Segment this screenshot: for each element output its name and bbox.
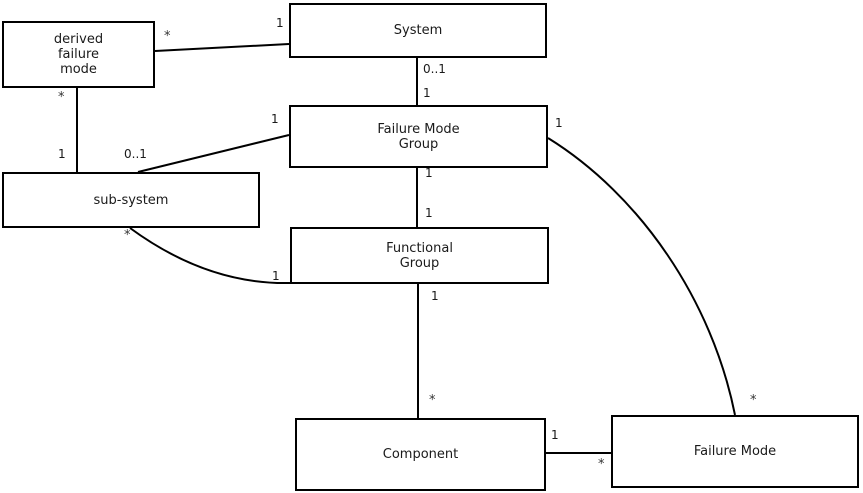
node-failure-mode-group[interactable]: Failure Mode Group [289, 105, 548, 168]
multiplicity-m-fmgroup-bottom-1: 1 [425, 166, 433, 180]
multiplicity-m-subsystem-01: 0..1 [124, 147, 147, 161]
multiplicity-m-functionalgroup-left-1: 1 [272, 269, 280, 283]
multiplicity-m-failuremode-left-star: * [598, 457, 605, 472]
multiplicity-m-component-right-1: 1 [551, 428, 559, 442]
node-functional-group[interactable]: Functional Group [290, 227, 549, 284]
multiplicity-m-subsystem-top-1: 1 [58, 147, 66, 161]
multiplicity-m-system-bottom-01: 0..1 [423, 62, 446, 76]
multiplicity-m-derived-star-right: * [164, 29, 171, 44]
multiplicity-m-fmgroup-right-1: 1 [555, 116, 563, 130]
node-sub-system[interactable]: sub-system [2, 172, 260, 228]
multiplicity-m-fmgroup-top-1: 1 [423, 86, 431, 100]
node-label-system: System [393, 23, 443, 38]
multiplicity-m-functionalgroup-top-1: 1 [425, 206, 433, 220]
edge-subsystem-to-functionalgroup [129, 227, 291, 285]
node-label-component: Component [382, 447, 459, 462]
multiplicity-m-component-top-star: * [429, 393, 436, 408]
node-label-sub-system: sub-system [93, 192, 169, 208]
node-label-functional-group: Functional Group [386, 240, 453, 271]
node-label-failure-mode: Failure Mode [693, 444, 777, 459]
multiplicity-m-failuremode-top-star: * [750, 393, 757, 408]
multiplicity-m-derived-bottom-star: * [58, 90, 65, 105]
edge-subsystem-to-fmgroup [137, 134, 290, 173]
node-component[interactable]: Component [295, 418, 546, 491]
node-label-failure-mode-group: Failure Mode Group [377, 121, 460, 152]
multiplicity-m-fmgroup-left-1: 1 [271, 112, 279, 126]
edge-fmgroup-to-failuremode [547, 137, 736, 416]
edge-derived-to-system [154, 43, 290, 52]
node-system[interactable]: System [289, 3, 547, 58]
multiplicity-m-functionalgroup-bot-1: 1 [431, 289, 439, 303]
node-failure-mode[interactable]: Failure Mode [611, 415, 859, 488]
node-label-derived-failure-mode: derived failure mode [53, 32, 104, 77]
node-derived-failure-mode[interactable]: derived failure mode [2, 21, 155, 88]
multiplicity-m-subsystem-bottom-star: * [124, 228, 131, 243]
multiplicity-m-system-left-1: 1 [276, 16, 284, 30]
